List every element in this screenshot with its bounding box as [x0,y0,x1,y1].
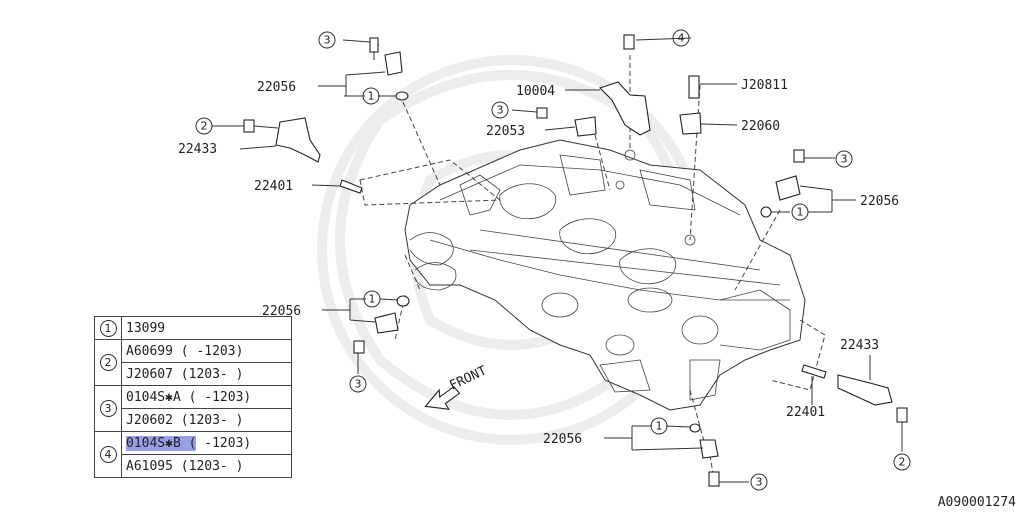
dashed-guide-lines [359,55,826,481]
callout-3: 3 [756,476,763,489]
callout-1: 1 [368,90,375,103]
sensor-22056-top [369,37,409,101]
highlighted-selection: 0104S✱B ( [126,435,197,451]
sensor-22060 [679,75,702,135]
ignition-coil-22433-right [801,364,908,423]
callout-1: 1 [797,206,804,219]
sensor-22053 [536,107,597,137]
label-22056-top: 22056 [257,80,296,95]
table-cell: J20602 (1203- ) [121,408,292,432]
table-cell: J20607 (1203- ) [121,362,292,386]
sensor-22056-right [760,149,805,218]
diagram-code: A090001274 [937,495,1016,510]
callout-4: 4 [678,32,685,45]
table-cell: 0104S✱B ( -1203) [121,431,292,455]
label-22056-right: 22056 [860,194,899,209]
table-cell: 0104S✱A ( -1203) [121,385,292,409]
callout-3: 3 [841,153,848,166]
label-22056-bottom: 22056 [543,432,582,447]
table-cell: 13099 [121,316,292,340]
part-labels: 22056 22433 22401 10004 22053 J20811 220… [178,78,899,447]
callout-2: 2 [899,456,906,469]
label-22056-midleft: 22056 [262,304,301,319]
ref-4-circle: 4 [99,446,117,463]
sensor-22056-midleft [353,295,410,354]
ignition-coil-22433-left [243,117,321,163]
front-label: FRONT [447,363,489,393]
table-row: A61095 (1203- ) [95,454,292,478]
bracket-10004 [598,34,651,136]
table-row: 4 0104S✱B ( -1203) [94,431,292,478]
callout-2: 2 [201,120,208,133]
label-22060: 22060 [741,119,780,134]
table-row: 3 0104S✱A ( -1203) [94,385,292,432]
engine-cylinder-head [404,139,806,411]
table-cell-rest: -1203) [196,435,252,451]
ref-2-circle: 2 [99,354,117,371]
label-22401-left: 22401 [254,179,293,194]
ref-3-circle: 3 [99,400,117,417]
leader-lines [212,37,903,483]
table-row: 2 A60699 ( -1203) [94,339,292,386]
callout-3: 3 [497,104,504,117]
table-cell: A60699 ( -1203) [121,339,292,363]
label-22053: 22053 [486,124,525,139]
callout-3: 3 [355,378,362,391]
callout-3: 3 [324,34,331,47]
label-22433-left: 22433 [178,142,217,157]
label-J20811: J20811 [741,78,788,93]
table-row: 1 13099 [94,316,292,340]
table-cell: A61095 (1203- ) [121,454,292,478]
table-row: J20602 (1203- ) [95,408,292,432]
table-row: J20607 (1203- ) [95,362,292,386]
spark-plug-22401-left [339,179,363,194]
label-22401-right: 22401 [786,405,825,420]
sensor-22056-bottom [689,423,720,487]
parts-table: 1 13099 2 A60699 ( -1203) J20607 (1203- … [94,316,292,478]
callout-circles: 3 1 2 4 3 3 1 1 3 2 1 3 [195,29,911,491]
label-22433-right: 22433 [840,338,879,353]
label-10004: 10004 [516,84,555,99]
callout-1: 1 [369,293,376,306]
callout-1: 1 [656,420,663,433]
ref-1-circle: 1 [99,319,117,337]
